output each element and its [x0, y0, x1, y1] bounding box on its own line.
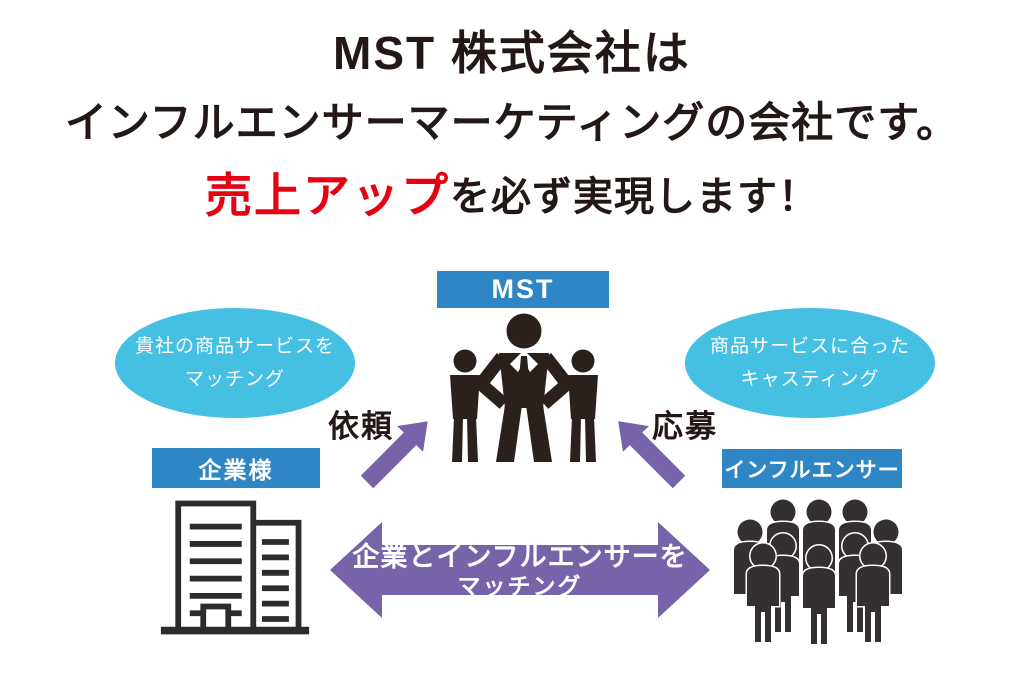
influencer-crowd-icon — [732, 498, 904, 646]
headline: MST 株式会社は インフルエンサーマーケティングの会社です。 売上アップを必ず… — [0, 30, 1024, 219]
casting-bubble-line-1: 商品サービスに合った — [709, 335, 910, 357]
company-building-icon — [160, 500, 310, 635]
apply-label: 応募 — [652, 409, 718, 444]
company-label-box: 企業様 — [152, 448, 320, 488]
matching-service-bubble: 貴社の商品サービスを マッチング — [115, 308, 355, 418]
request-label: 依頼 — [328, 409, 394, 444]
casting-bubble-line-2: キャスティング — [740, 369, 880, 390]
mst-label-box: MST — [437, 271, 609, 308]
matching-service-bubble-line-1: 貴社の商品サービスを — [134, 335, 335, 357]
business-team-icon — [450, 313, 598, 462]
headline-rest: を必ず実現します！ — [450, 175, 819, 219]
influencer-label-box: インフルエンサー — [722, 449, 902, 488]
matching-service-bubble-line-2: マッチング — [184, 369, 285, 390]
headline-line-2: インフルエンサーマーケティングの会社です。 — [64, 99, 960, 146]
matching-arrow-label-line-2: マッチング — [457, 573, 583, 600]
matching-arrow-icon — [330, 522, 710, 618]
request-arrow-icon — [360, 421, 428, 489]
casting-bubble: 商品サービスに合った キャスティング — [685, 308, 935, 418]
matching-arrow-label-line-1: 企業とインフルエンサーを — [352, 542, 688, 572]
apply-arrow-icon — [618, 421, 686, 489]
matching-arrow-label: 企業とインフルエンサーを マッチング — [330, 540, 710, 602]
headline-line-3: 売上アップを必ず実現します！ — [0, 172, 1024, 219]
headline-line-1: MST 株式会社は — [333, 27, 691, 79]
headline-highlight: 売上アップ — [205, 169, 450, 222]
